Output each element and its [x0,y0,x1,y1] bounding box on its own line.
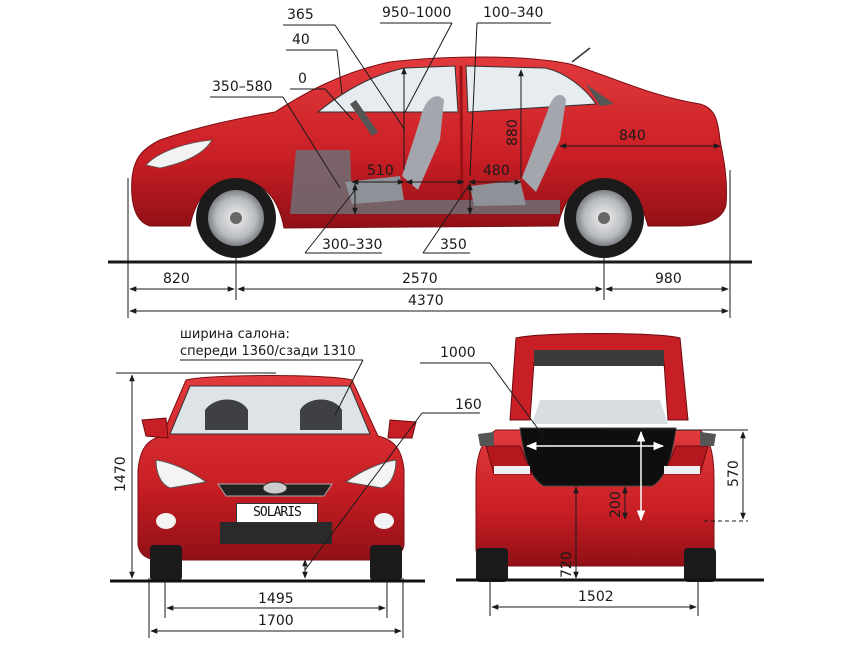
label-ground-clearance: 160 [455,397,482,413]
label-wheelbase: 2570 [402,271,438,287]
label-rear-track: 1502 [578,589,614,605]
side-interior-leaders [210,22,721,254]
label-510: 510 [367,163,394,179]
rear-view-car [475,333,716,582]
side-exterior-dimensions [108,170,752,318]
label-40: 40 [292,32,310,48]
label-load-height: 720 [559,551,575,578]
side-view-car [131,47,728,258]
label-350-580: 350–580 [212,79,273,95]
label-trunk-opening-height: 570 [726,460,742,487]
label-overall-width: 1700 [258,613,294,629]
label-rear-overhang: 980 [655,271,682,287]
front-view-car [137,375,417,581]
label-0: 0 [298,71,307,87]
label-840: 840 [619,128,646,144]
cabin-width-caption-line1: ширина салона: [180,327,290,342]
label-480: 480 [483,163,510,179]
label-sill-step: 200 [608,491,624,518]
label-880: 880 [505,119,521,146]
rear-dimensions [420,362,764,616]
label-950-1000: 950–1000 [382,5,452,21]
label-100-340: 100–340 [483,5,544,21]
label-365: 365 [287,7,314,23]
label-front-overhang: 820 [163,271,190,287]
cabin-width-caption-line2: спереди 1360/сзади 1310 [180,344,356,359]
license-plate: SOLARIS [236,503,318,523]
label-front-track: 1495 [258,591,294,607]
label-300-330: 300–330 [322,237,383,253]
label-trunk-width: 1000 [440,345,476,361]
label-350: 350 [440,237,467,253]
front-dimensions [110,359,480,638]
label-height: 1470 [113,456,129,492]
label-overall-length: 4370 [408,293,444,309]
